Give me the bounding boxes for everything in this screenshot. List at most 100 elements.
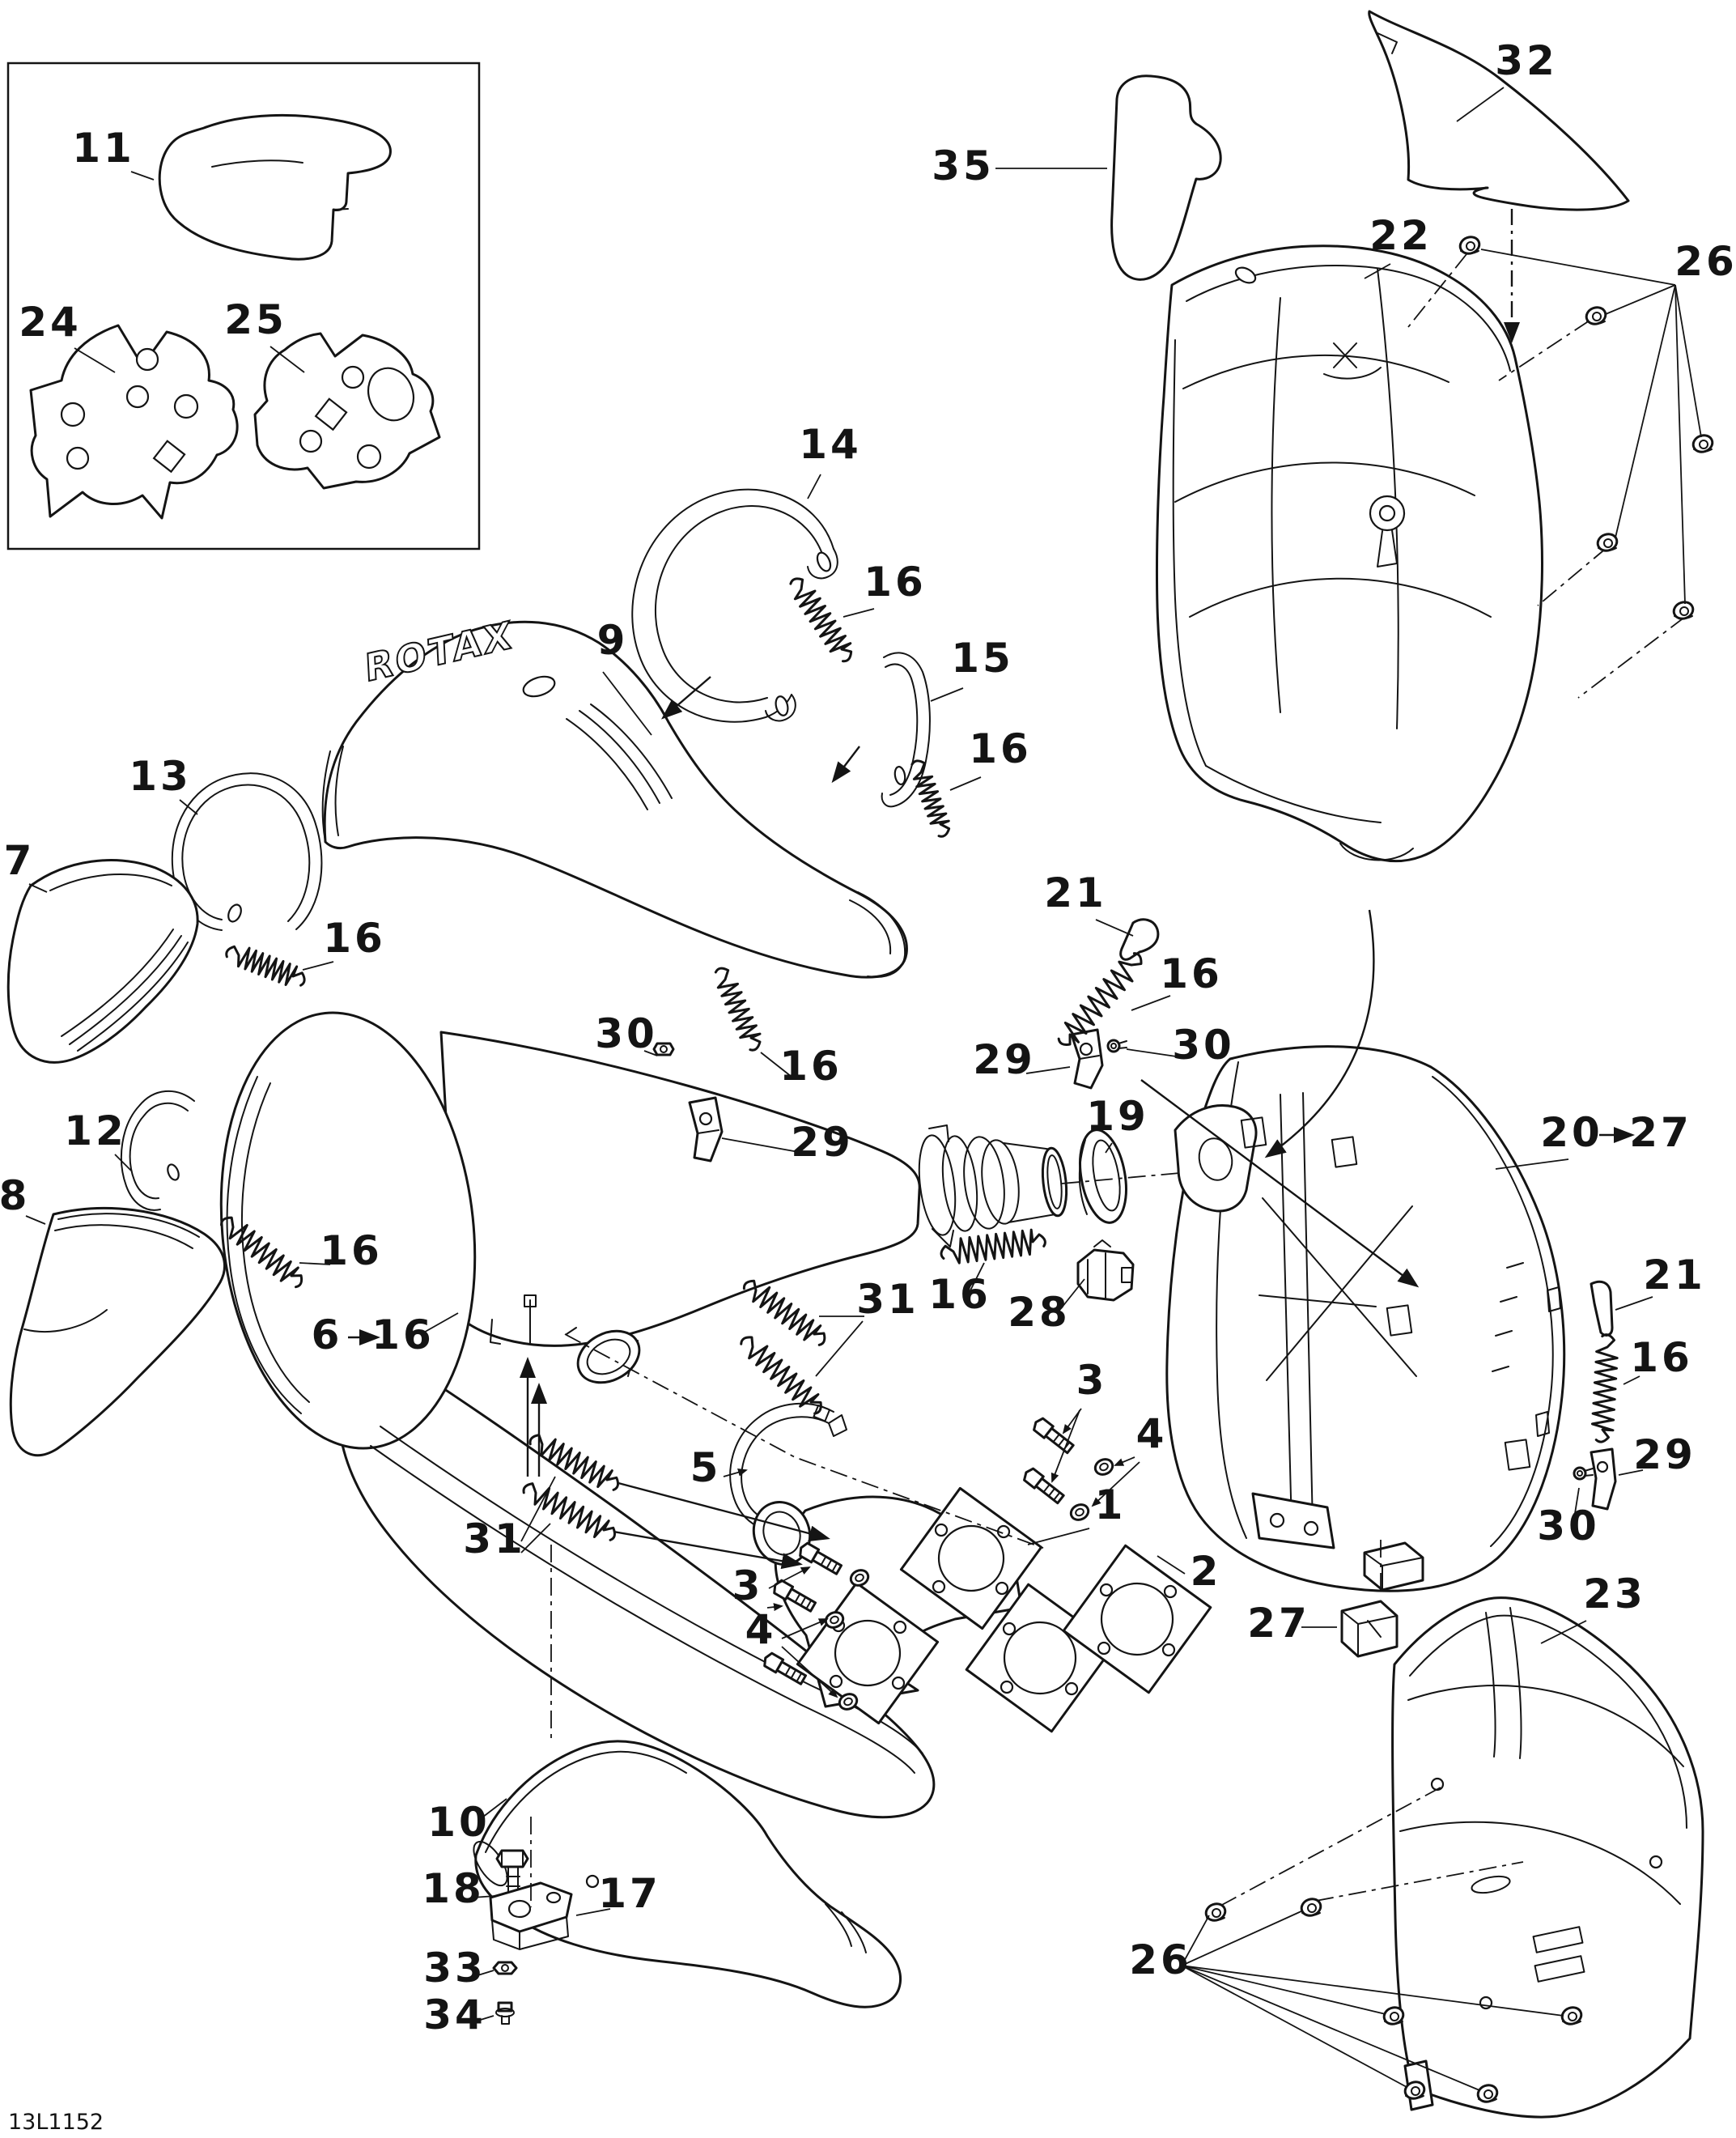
part-10-lower-cover [473,1740,902,2008]
part-7-elbow-cover [6,859,199,1064]
spring-to-manifold-a-arrow [618,1481,830,1542]
leader-line [420,1312,459,1335]
part-tuned-pipe [219,1011,1068,1819]
leader-line [472,1970,494,1978]
tension-spring [220,1216,303,1289]
callout-label-11: 11 [72,125,135,172]
callout-19: 19 [1086,1093,1149,1154]
leader-line [723,1468,748,1477]
leader-line [1181,1965,1480,2091]
manifold-flange-upper [899,1486,1043,1630]
tension-spring [940,1228,1046,1265]
leader-line [1618,1469,1644,1476]
leader-line [28,883,48,893]
callout-18: 18 [422,1865,496,1912]
callout-30a: 30 [595,1010,658,1057]
leader-line [1157,1555,1186,1575]
washer [849,1569,870,1587]
leader-line [843,608,875,618]
callout-label-16a: 16 [864,559,927,606]
ring15-to-cover-arrow [831,746,860,784]
callout-label-19: 19 [1086,1093,1149,1140]
callout-label-6-16: 6 [312,1311,343,1358]
leader-line [74,347,116,373]
leader-line [1181,1965,1407,2088]
panel-screw [1672,601,1695,620]
callout-label-2: 2 [1191,1548,1222,1595]
part-1-manifold [752,1486,1043,1725]
callout-label-16h: 16 [1630,1334,1693,1381]
panel22-to-muffler-arrow [1264,909,1375,1158]
callout-label-16f: 16 [1160,950,1223,997]
leader-line [1027,1528,1090,1545]
tension-spring [1590,1333,1619,1443]
callout-label-29a: 29 [791,1119,854,1166]
callout-label-16e: 16 [779,1043,843,1090]
callout-23: 23 [1540,1571,1643,1644]
callout-label2-20-27: 27 [1629,1109,1692,1156]
tension-spring [740,1336,822,1415]
callout-label-7: 7 [4,837,36,884]
callout-label-30c: 30 [1537,1503,1600,1549]
part-32-corner-panel [1368,10,1630,211]
leader-line [1181,1910,1304,1966]
leader-line [1364,263,1391,279]
callout-11: 11 [72,125,155,181]
part-25-exhaust-gasket [253,332,441,490]
flange-bolt [1033,1417,1075,1455]
leader-line [1091,1461,1140,1507]
part-9-upper-cover: ROTAX [321,611,908,979]
part-14-clamp-ring [631,488,838,723]
leader-line [1025,1066,1071,1074]
leader-line [114,1154,132,1171]
pipe-outlet [918,1124,1068,1248]
leader-line [1181,1965,1386,2015]
callout-21b: 21 [1615,1252,1703,1311]
panel-screw [1403,2081,1426,2100]
leader-line [520,1523,551,1554]
part-29-bracket-right [1590,1447,1617,1511]
leader-line [602,671,652,736]
callout-label-3b: 3 [732,1562,764,1609]
callout-label-26a: 26 [1674,238,1736,285]
pipe-upper-run [439,1031,921,1347]
rivet [1106,1039,1127,1053]
callout-4b: 4 [745,1606,838,1698]
tension-spring [1057,952,1143,1046]
leader-line [1105,1142,1113,1154]
callout-22: 22 [1364,212,1433,279]
part-35-foam-pad [1110,74,1222,281]
callout-label-4b: 4 [745,1606,777,1653]
panel-screw [1691,434,1714,453]
flange-bolt [1023,1467,1065,1505]
callout-35: 35 [932,142,1107,189]
panel-screw [1596,533,1619,552]
leader-line [969,1262,985,1293]
part-28-sensor [1076,1239,1135,1302]
leader-line [270,346,305,373]
callout-16f: 16 [1131,950,1223,1011]
callout-29b: 29 [973,1036,1071,1083]
part-23-bottom-panel [1391,1596,1704,2119]
panel-screw [1458,236,1481,255]
callout-31b: 31 [463,1476,556,1562]
callout-label-30b: 30 [1172,1022,1235,1069]
leader-line [807,474,821,499]
callout-13: 13 [129,753,198,815]
part-34-screw [495,2001,515,2025]
leader-line [1615,1296,1653,1311]
leader-line [721,1137,804,1154]
spring-to-manifold-b-arrow [613,1530,803,1570]
tension-spring [742,1279,826,1346]
callout-3a: 3 [1051,1357,1104,1483]
callout-label-14: 14 [799,421,862,468]
leader-line [949,776,982,791]
callout-17: 17 [575,1870,658,1917]
leader-line [1540,1620,1587,1644]
callout-26a: 26 [1480,238,1736,605]
callout-16g: 16 [928,1262,988,1318]
callout-label-22: 22 [1369,212,1433,259]
callout-5: 5 [690,1444,748,1491]
part-27-support-b [1363,1541,1424,1592]
